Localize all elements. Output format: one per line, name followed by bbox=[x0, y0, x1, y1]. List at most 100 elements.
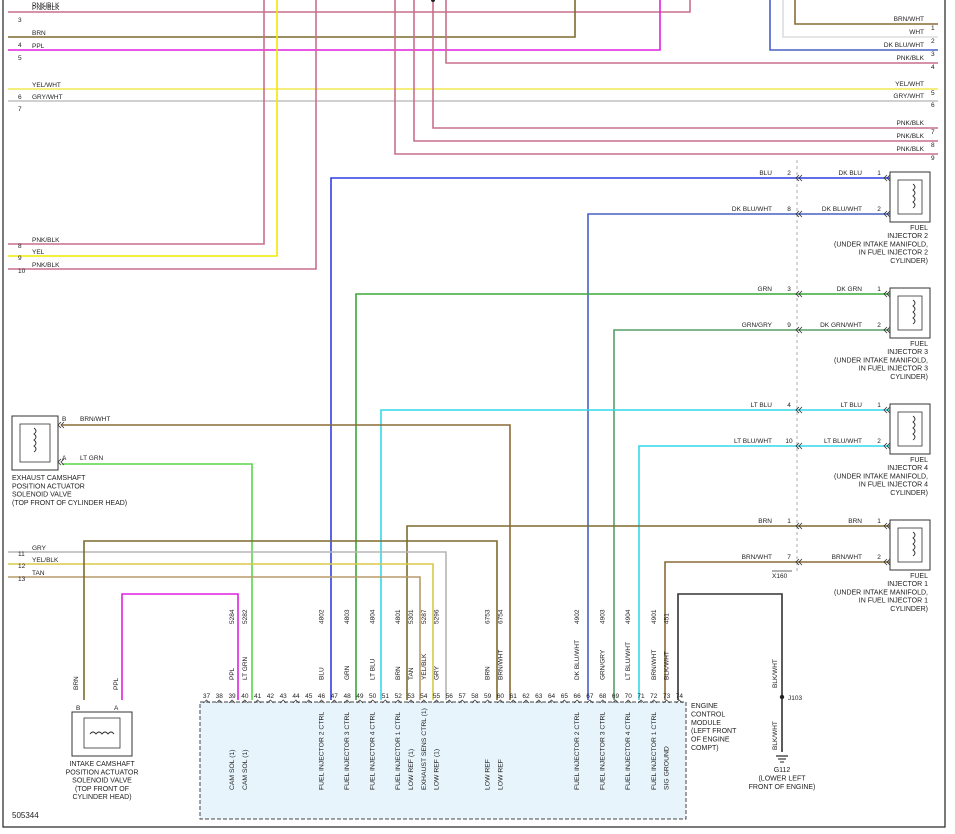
wire-yel-blk bbox=[8, 563, 434, 700]
wire-brn-wht bbox=[62, 424, 511, 700]
wire-label: GRN bbox=[344, 665, 351, 680]
ecm-pin-function: FUEL INJECTOR 2 CTRL bbox=[574, 712, 581, 790]
circuit-number: 5301 bbox=[408, 609, 415, 624]
wire-dk-blu-wht bbox=[769, 0, 938, 51]
connector-terminal bbox=[798, 326, 803, 334]
circuit-number: 5282 bbox=[242, 609, 249, 624]
wire-brn bbox=[406, 525, 890, 700]
fuel-injector-label: INJECTOR 3 bbox=[887, 349, 928, 356]
ecm-pin-terminal bbox=[535, 699, 543, 704]
fuel-injector-label: INJECTOR 1 bbox=[887, 581, 928, 588]
fuel-injector-coil-box bbox=[897, 527, 923, 563]
connector-pin: 12 bbox=[18, 563, 26, 570]
wire-label: LT GRN bbox=[242, 656, 249, 680]
connector-terminal bbox=[886, 442, 891, 450]
connector-pin: 3 bbox=[787, 286, 791, 293]
fuel-injector-label: (UNDER INTAKE MANIFOLD, bbox=[834, 357, 928, 364]
connector-terminal bbox=[886, 290, 891, 298]
connector-pin: 2 bbox=[877, 438, 881, 445]
connector-pin: 8 bbox=[931, 142, 935, 149]
solenoid-coil-icon bbox=[33, 427, 37, 453]
wire-brn-wht bbox=[664, 561, 890, 700]
wire-label: LT BLU bbox=[751, 402, 773, 409]
connector-pin: 1 bbox=[931, 25, 935, 32]
ecm-pin-number: 72 bbox=[650, 693, 658, 700]
ecm-pin-terminal bbox=[446, 699, 453, 704]
connector-terminal bbox=[886, 210, 891, 218]
wire-pnk-blk bbox=[8, 0, 265, 245]
ecm-pin-terminal bbox=[599, 699, 606, 704]
circuit-number: 4903 bbox=[600, 609, 607, 624]
engine-control-module-label: ENGINE bbox=[691, 703, 718, 710]
fuel-injector-coil-box bbox=[897, 295, 923, 331]
solenoid-coil-icon bbox=[89, 731, 115, 735]
ecm-pin-number: 45 bbox=[305, 693, 313, 700]
circuit-number: 4804 bbox=[370, 609, 377, 624]
connector-pin: 4 bbox=[931, 64, 935, 71]
connector-terminal bbox=[883, 326, 888, 334]
wire-yel bbox=[8, 0, 278, 257]
circuit-number: 4901 bbox=[651, 609, 658, 624]
wire-label: BRN/WHT bbox=[742, 554, 772, 561]
connector-terminal bbox=[886, 558, 891, 566]
circuit-number: 5287 bbox=[421, 609, 428, 624]
fuel-injector-label: INJECTOR 2 bbox=[887, 233, 928, 240]
fuel-injector-body bbox=[889, 519, 931, 571]
ecm-pin-terminal bbox=[433, 699, 440, 704]
connector-pin: 2 bbox=[877, 322, 881, 329]
wire-label: LT BLU bbox=[841, 402, 863, 409]
wire-pnk-blk bbox=[445, 0, 938, 64]
wire-label: BRN/WHT bbox=[497, 650, 504, 680]
ecm-pin-terminal bbox=[407, 699, 415, 704]
ecm-pin-terminal bbox=[548, 699, 555, 704]
ecm-pin-function: CAM SOL (1) bbox=[242, 749, 249, 790]
connector-pin: A bbox=[114, 705, 119, 712]
ecm-pin-number: 37 bbox=[203, 693, 211, 700]
connector-pin: 2 bbox=[877, 554, 881, 561]
ecm-pin-number: 66 bbox=[574, 693, 582, 700]
wire-label: YEL bbox=[32, 249, 45, 256]
wire-label: DK BLU/WHT bbox=[574, 640, 581, 680]
connector-pin: 9 bbox=[931, 155, 935, 162]
ecm-pin-terminal bbox=[561, 699, 568, 704]
wire-label: BRN bbox=[73, 676, 80, 690]
connector-pin: 5 bbox=[18, 55, 22, 62]
intake-camshaft-solenoid-label: POSITION ACTUATOR bbox=[66, 769, 139, 776]
wire-label: DK GRN bbox=[837, 286, 863, 293]
ecm-pin-terminal bbox=[228, 699, 236, 704]
ecm-pin-number: 43 bbox=[280, 693, 288, 700]
fuel-injector-label: INJECTOR 4 bbox=[887, 465, 928, 472]
ecm-pin-terminal bbox=[356, 699, 364, 704]
fuel-injector-coil-icon bbox=[912, 531, 916, 557]
ecm-pin-number: 65 bbox=[561, 693, 569, 700]
ground-label: G112 bbox=[774, 767, 791, 774]
connector-pin: B bbox=[76, 705, 80, 712]
ecm-pin-number: 51 bbox=[382, 693, 390, 700]
wire-label: BRN/WHT bbox=[894, 16, 924, 23]
wire-label: PNK/BLK bbox=[897, 120, 925, 127]
connector-pin: 3 bbox=[18, 17, 22, 24]
connector-pin: 1 bbox=[877, 518, 881, 525]
connector-pin: 4 bbox=[787, 402, 791, 409]
ecm-pin-number: 64 bbox=[548, 693, 556, 700]
connector-terminal bbox=[883, 558, 888, 566]
fuel-injector-label: IN FUEL INJECTOR 1 bbox=[859, 598, 928, 605]
diagram-id: 505344 bbox=[12, 811, 39, 820]
ecm-pin-number: 56 bbox=[446, 693, 454, 700]
intake-camshaft-solenoid-label: (TOP FRONT OF bbox=[75, 786, 129, 793]
label-layer: 3PNK/BLK4BRN5PPL6YEL/WHT7GRY/WHTPNK/BLKB… bbox=[12, 2, 935, 801]
connector-pin: 7 bbox=[787, 554, 791, 561]
ecm-pin-terminal bbox=[509, 699, 517, 704]
ecm-pin-function: CAM SOL (1) bbox=[229, 749, 236, 790]
wire-pnk-blk bbox=[8, 0, 691, 13]
splice-dot bbox=[431, 0, 435, 2]
fuel-injector-body bbox=[889, 171, 931, 223]
connector-terminal bbox=[57, 421, 62, 429]
fuel-injector-label: FUEL bbox=[910, 457, 928, 464]
connector-terminal bbox=[798, 290, 803, 298]
circuit-number: 4801 bbox=[395, 609, 402, 624]
wire-brn bbox=[83, 540, 498, 700]
ecm-pin-function: FUEL INJECTOR 1 CTRL bbox=[395, 712, 402, 790]
wire-label: LT BLU/WHT bbox=[734, 438, 772, 445]
circuit-number: 5296 bbox=[434, 609, 441, 624]
